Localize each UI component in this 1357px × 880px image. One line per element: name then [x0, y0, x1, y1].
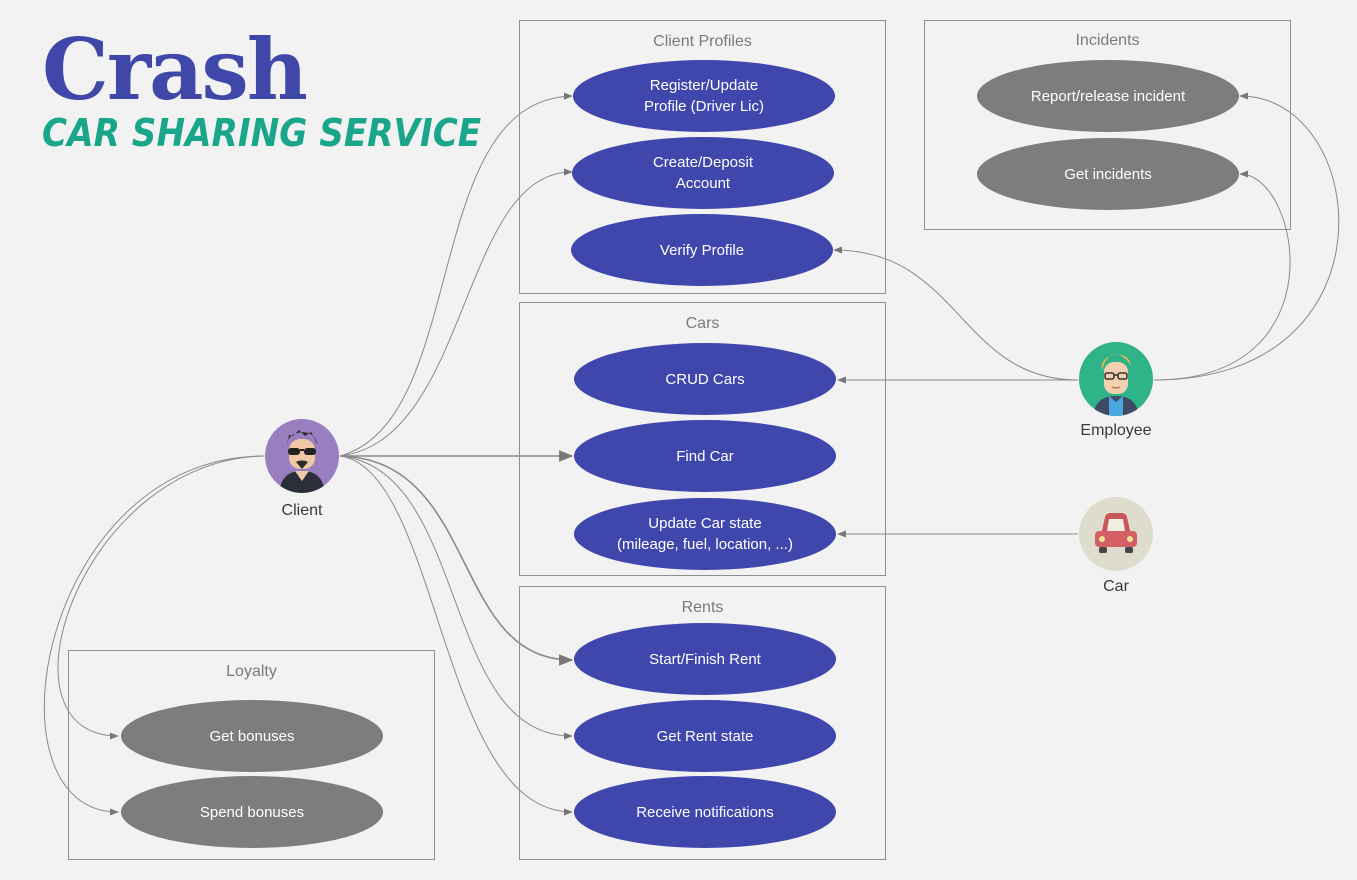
group-title: Cars: [685, 315, 720, 332]
logo-subtitle: CAR SHARING SERVICE: [42, 111, 482, 155]
group-title: Rents: [681, 599, 724, 616]
usecase-create-account[interactable]: Create/Deposit Account: [572, 137, 834, 209]
edge-client-rent-state: [339, 455, 573, 740]
usecase-spend-bonuses[interactable]: Spend bonuses: [121, 776, 383, 848]
logo-title: Crash: [42, 20, 308, 119]
car-avatar-icon[interactable]: [1079, 497, 1153, 571]
edge-client-start-rent: [339, 455, 574, 666]
group-title: Loyalty: [226, 663, 277, 680]
usecase-register-profile[interactable]: Register/Update Profile (Driver Lic): [573, 60, 835, 132]
edge-client-spend-bonuses: [43, 455, 265, 816]
employee-avatar-icon[interactable]: [1079, 342, 1153, 416]
usecase-report-incident[interactable]: Report/release incident: [977, 60, 1239, 132]
client-label: Client: [281, 502, 323, 519]
usecase-find-car[interactable]: Find Car: [574, 420, 836, 492]
usecase-receive-notifications[interactable]: Receive notifications: [574, 776, 836, 848]
usecase-start-finish-rent[interactable]: Start/Finish Rent: [574, 623, 836, 695]
group-loyalty: Loyalty: [68, 650, 435, 860]
edge-client-notifications: [339, 455, 573, 816]
group-title: Incidents: [1075, 32, 1140, 49]
edge-employee-report: [1153, 92, 1340, 381]
edge-employee-incidents: [1153, 170, 1291, 381]
edge-client-account: [339, 168, 573, 457]
edge-employee-verify: [833, 246, 1079, 381]
usecase-crud-cars[interactable]: CRUD Cars: [574, 343, 836, 415]
group-cars: Cars: [519, 302, 886, 576]
group-rents: Rents: [519, 586, 886, 860]
usecase-get-bonuses[interactable]: Get bonuses: [121, 700, 383, 772]
usecase-get-incidents[interactable]: Get incidents: [977, 138, 1239, 210]
usecase-get-rent-state[interactable]: Get Rent state: [574, 700, 836, 772]
car-label: Car: [1103, 578, 1129, 595]
usecase-verify-profile[interactable]: Verify Profile: [571, 214, 833, 286]
group-title: Client Profiles: [653, 33, 752, 50]
employee-label: Employee: [1080, 422, 1152, 439]
usecase-update-car-state[interactable]: Update Car state (mileage, fuel, locatio…: [574, 498, 836, 570]
group-incidents: Incidents: [924, 20, 1291, 230]
edge-client-get-bonuses: [57, 455, 265, 740]
client-avatar-icon[interactable]: [265, 419, 339, 493]
group-client-profiles: Client Profiles: [519, 20, 886, 294]
